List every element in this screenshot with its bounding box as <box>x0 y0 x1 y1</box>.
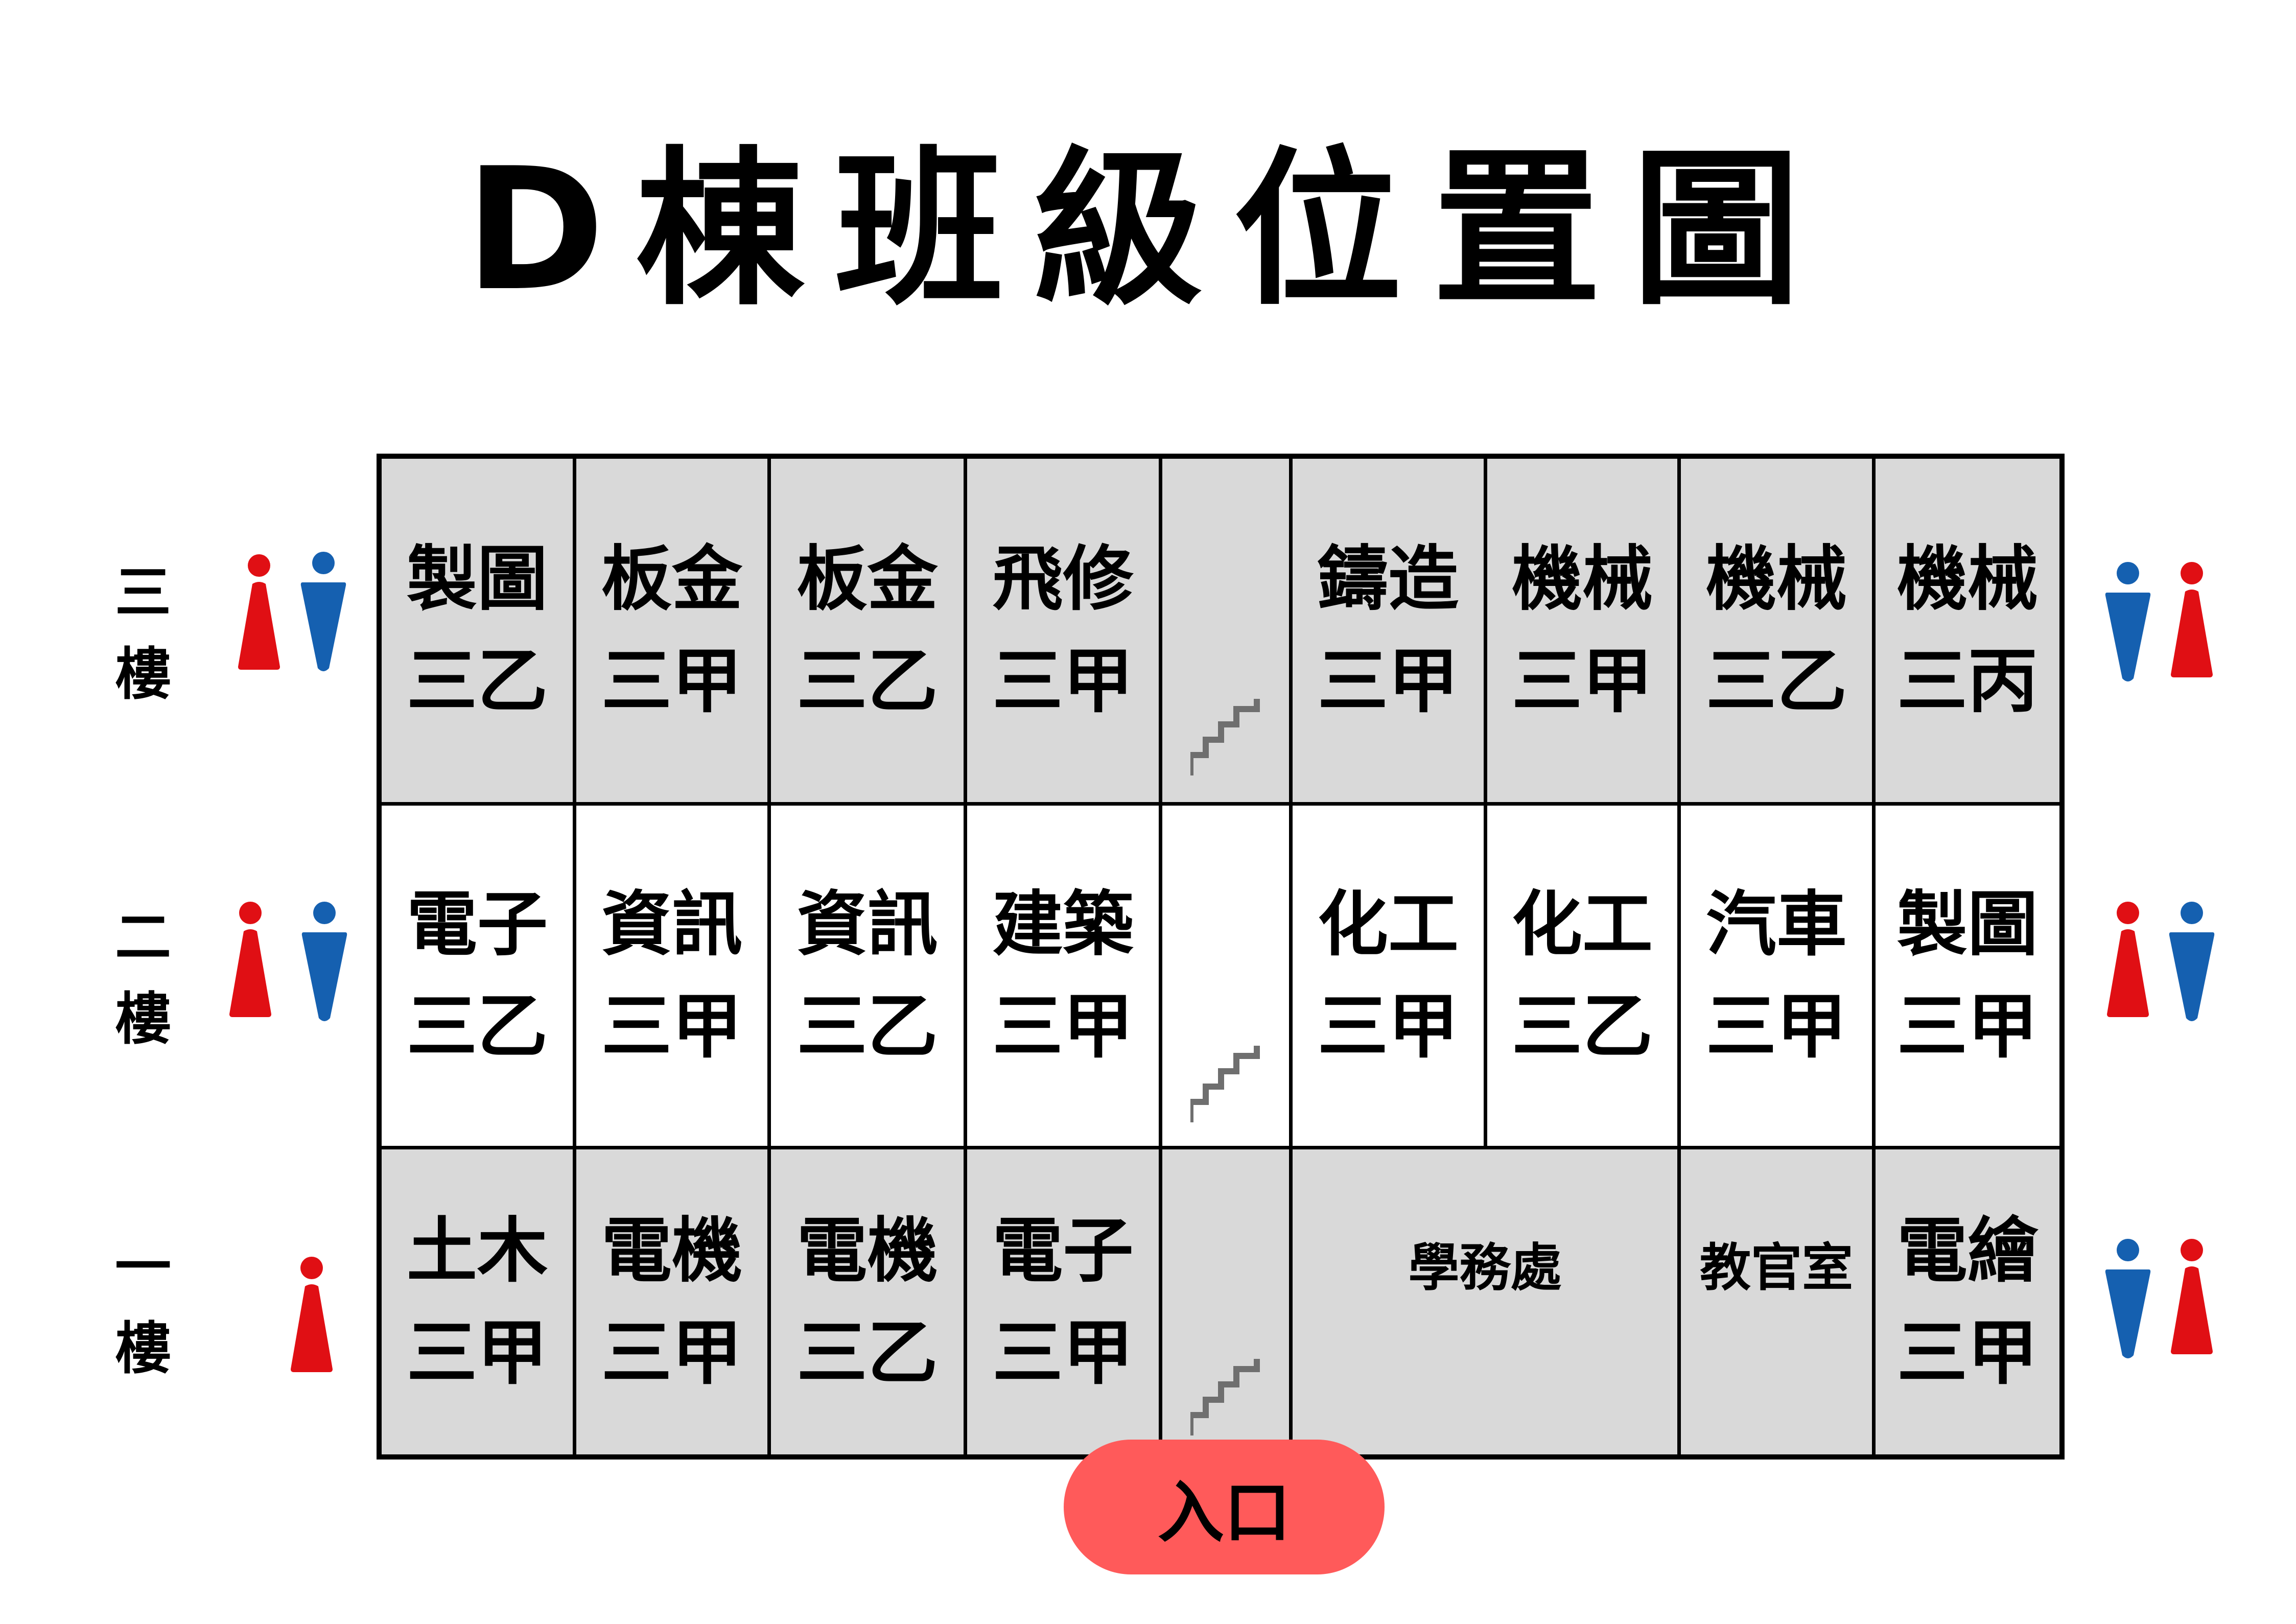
floor-label-2: 二 樓 <box>112 897 174 1060</box>
department-name: 電機 <box>601 1209 742 1292</box>
department-name: 機械 <box>1511 538 1653 620</box>
class-name: 三甲 <box>601 1311 742 1394</box>
department-name: 電機 <box>796 1209 938 1292</box>
department-name: 板金 <box>601 538 742 620</box>
class-name: 三甲 <box>1705 985 1847 1068</box>
stairwell <box>1162 806 1293 1149</box>
department-name: 化工 <box>1511 883 1653 966</box>
classroom: 資訊三甲 <box>576 806 771 1149</box>
student-affairs-office: 學務處 <box>1293 1149 1681 1454</box>
class-name: 三乙 <box>406 985 548 1068</box>
department-name: 電子 <box>406 883 548 966</box>
classroom: 建築三甲 <box>967 806 1162 1149</box>
class-name: 三甲 <box>992 640 1134 722</box>
female-restroom-icon <box>229 902 271 1017</box>
department-name: 製圖 <box>1896 883 2038 966</box>
department-name: 鑄造 <box>1317 538 1459 620</box>
classroom: 鑄造三甲 <box>1293 459 1487 806</box>
department-name: 機械 <box>1705 538 1847 620</box>
class-name: 三乙 <box>796 985 938 1068</box>
entrance-label: 入口 <box>1157 1474 1291 1551</box>
classroom: 機械三丙 <box>1876 459 2059 806</box>
female-restroom-icon <box>2171 1239 2213 1354</box>
female-restroom-icon <box>2171 562 2213 677</box>
stairwell <box>1162 459 1293 806</box>
classroom: 飛修三甲 <box>967 459 1162 806</box>
floor-word: 樓 <box>115 1316 171 1381</box>
male-restroom-icon <box>2105 562 2151 681</box>
class-name: 三甲 <box>1896 985 2038 1068</box>
classroom: 板金三甲 <box>576 459 771 806</box>
class-name: 三乙 <box>1511 985 1653 1068</box>
class-name: 三甲 <box>406 1311 548 1394</box>
class-name: 三甲 <box>992 1311 1134 1394</box>
class-name: 三甲 <box>601 985 742 1068</box>
department-name: 電繪 <box>1896 1209 2038 1292</box>
stairs-icon <box>1190 1359 1260 1435</box>
male-restroom-icon <box>301 902 347 1021</box>
male-restroom-icon <box>2169 902 2215 1021</box>
male-restroom-icon <box>2105 1239 2151 1358</box>
department-name: 製圖 <box>406 538 548 620</box>
classroom: 電機三乙 <box>771 1149 967 1454</box>
class-name: 三甲 <box>1317 640 1459 722</box>
stairs-icon <box>1190 699 1260 775</box>
classroom: 電子三甲 <box>967 1149 1162 1454</box>
floor-word: 樓 <box>115 642 171 707</box>
class-name: 三乙 <box>796 1311 938 1394</box>
department-name: 土木 <box>406 1209 548 1292</box>
class-name: 三乙 <box>406 640 548 722</box>
floor-label-3: 三 樓 <box>112 552 174 715</box>
class-name: 三甲 <box>601 640 742 722</box>
office-name: 學務處 <box>1408 1238 1562 1298</box>
class-name: 三乙 <box>796 640 938 722</box>
female-restroom-icon <box>2107 902 2149 1017</box>
class-name: 三甲 <box>992 985 1134 1068</box>
department-name: 機械 <box>1896 538 2038 620</box>
department-name: 資訊 <box>796 883 938 966</box>
floor-number: 二 <box>115 905 171 970</box>
floor-label-1: 一 樓 <box>112 1226 174 1390</box>
female-restroom-icon <box>238 554 280 670</box>
class-name: 三甲 <box>1896 1311 2038 1394</box>
classroom: 電機三甲 <box>576 1149 771 1454</box>
military-instructor-office: 教官室 <box>1681 1149 1876 1454</box>
floor-number: 三 <box>115 560 171 625</box>
classroom: 電子三乙 <box>382 806 576 1149</box>
floor-word: 樓 <box>115 986 171 1052</box>
stairwell <box>1162 1149 1293 1454</box>
entrance-marker: 入口 <box>1064 1440 1385 1574</box>
stairs-icon <box>1190 1046 1260 1122</box>
department-name: 汽車 <box>1705 883 1847 966</box>
classroom: 化工三甲 <box>1293 806 1487 1149</box>
department-name: 建築 <box>992 883 1134 966</box>
page-title: D棟班級位置圖 <box>465 132 1831 328</box>
classroom: 機械三甲 <box>1487 459 1681 806</box>
classroom: 化工三乙 <box>1487 806 1681 1149</box>
building-floor-plan: 製圖三乙 板金三甲 板金三乙 飛修三甲 鑄造三甲 機械三甲 機械三乙 機械三丙 … <box>377 454 2065 1460</box>
classroom: 製圖三乙 <box>382 459 576 806</box>
class-name: 三甲 <box>1317 985 1459 1068</box>
department-name: 板金 <box>796 538 938 620</box>
female-restroom-icon <box>291 1257 333 1372</box>
classroom: 汽車三甲 <box>1681 806 1876 1149</box>
class-name: 三甲 <box>1511 640 1653 722</box>
classroom: 土木三甲 <box>382 1149 576 1454</box>
office-name: 教官室 <box>1700 1238 1853 1298</box>
classroom: 資訊三乙 <box>771 806 967 1149</box>
classroom: 機械三乙 <box>1681 459 1876 806</box>
department-name: 化工 <box>1317 883 1459 966</box>
classroom: 製圖三甲 <box>1876 806 2059 1149</box>
classroom: 板金三乙 <box>771 459 967 806</box>
class-name: 三乙 <box>1705 640 1847 722</box>
class-name: 三丙 <box>1896 640 2038 722</box>
department-name: 飛修 <box>992 538 1134 620</box>
department-name: 電子 <box>992 1209 1134 1292</box>
male-restroom-icon <box>300 552 346 671</box>
department-name: 資訊 <box>601 883 742 966</box>
floor-number: 一 <box>115 1234 171 1300</box>
classroom: 電繪三甲 <box>1876 1149 2059 1454</box>
